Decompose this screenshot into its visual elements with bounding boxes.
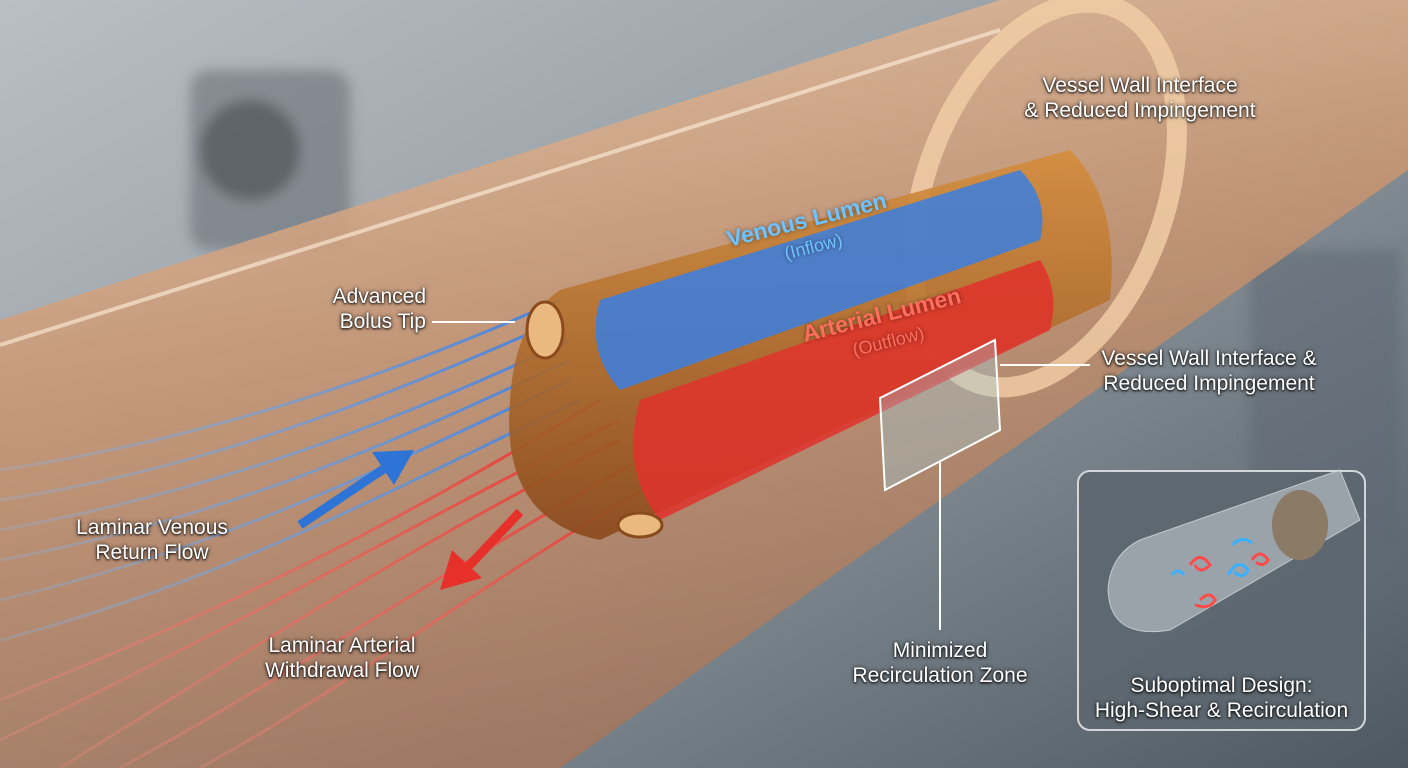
label-line: Withdrawal Flow bbox=[264, 659, 420, 682]
label-line: Minimized bbox=[892, 639, 988, 662]
suboptimal-design-inset bbox=[1077, 469, 1366, 731]
recirculation-zone-box bbox=[878, 338, 1002, 492]
arterial-flow-arrow bbox=[440, 508, 524, 590]
label-line: Laminar Venous bbox=[76, 516, 228, 539]
venous-flow-arrow bbox=[297, 450, 414, 529]
label-line: Return Flow bbox=[95, 541, 209, 564]
label-line: Vessel Wall Interface & bbox=[1101, 347, 1317, 370]
label-bolus-tip: Advanced Bolus Tip bbox=[300, 284, 426, 334]
venous-flow-lines bbox=[0, 298, 581, 642]
label-line: Vessel Wall Interface bbox=[1042, 74, 1238, 97]
label-arterial-flow: Laminar Arterial Withdrawal Flow bbox=[242, 633, 442, 683]
label-inset: Suboptimal Design: High-Shear & Recircul… bbox=[1078, 673, 1365, 723]
label-venous-flow: Laminar Venous Return Flow bbox=[52, 515, 252, 565]
venous-lumen bbox=[595, 170, 1043, 390]
label-vessel-wall-top: Vessel Wall Interface & Reduced Impingem… bbox=[1020, 73, 1260, 123]
label-line: High-Shear & Recirculation bbox=[1094, 699, 1349, 722]
background-equipment bbox=[190, 70, 1400, 550]
label-line: & Reduced Impingement bbox=[1024, 99, 1256, 122]
label-line: Laminar Arterial bbox=[268, 634, 416, 657]
catheter bbox=[509, 150, 1112, 540]
label-line: Suboptimal Design: bbox=[1130, 674, 1313, 697]
label-line: Reduced Impingement bbox=[1103, 372, 1315, 395]
label-line: Advanced bbox=[332, 285, 426, 308]
arterial-lumen bbox=[633, 260, 1054, 520]
label-recirculation-zone: Minimized Recirculation Zone bbox=[830, 638, 1050, 688]
label-vessel-wall-right: Vessel Wall Interface & Reduced Impingem… bbox=[1095, 346, 1323, 396]
vessel-opening-ring bbox=[903, 0, 1187, 398]
label-line: Bolus Tip bbox=[339, 310, 426, 333]
label-line: Recirculation Zone bbox=[852, 664, 1028, 687]
leader-lines bbox=[432, 321, 1090, 630]
